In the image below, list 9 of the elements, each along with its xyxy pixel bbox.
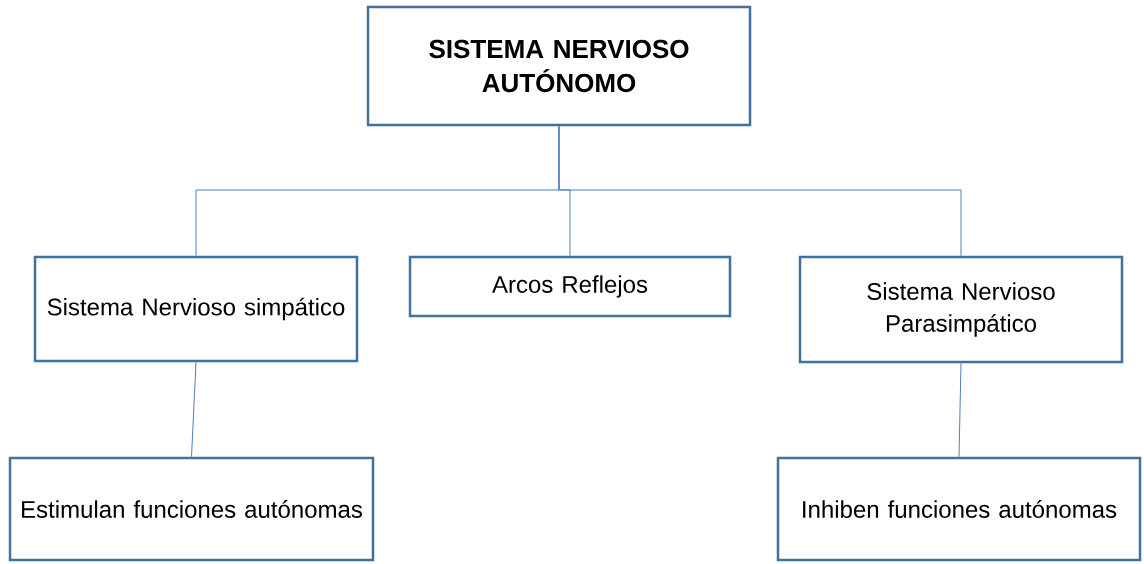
connector-line	[558, 125, 962, 257]
process-box: Arcos Reflejos	[408, 255, 732, 318]
title-box: SISTEMA NERVIOSO AUTÓNOMO	[366, 5, 752, 127]
process-box: Estimulan funciones autónomas	[8, 456, 375, 562]
process-box: Sistema Nervioso Parasimpático	[798, 255, 1124, 364]
connector-line	[191, 361, 197, 458]
connector-line	[958, 362, 962, 458]
process-box: Inhiben funciones autónomas	[776, 456, 1142, 562]
process-box: Sistema Nervioso simpático	[33, 255, 359, 363]
